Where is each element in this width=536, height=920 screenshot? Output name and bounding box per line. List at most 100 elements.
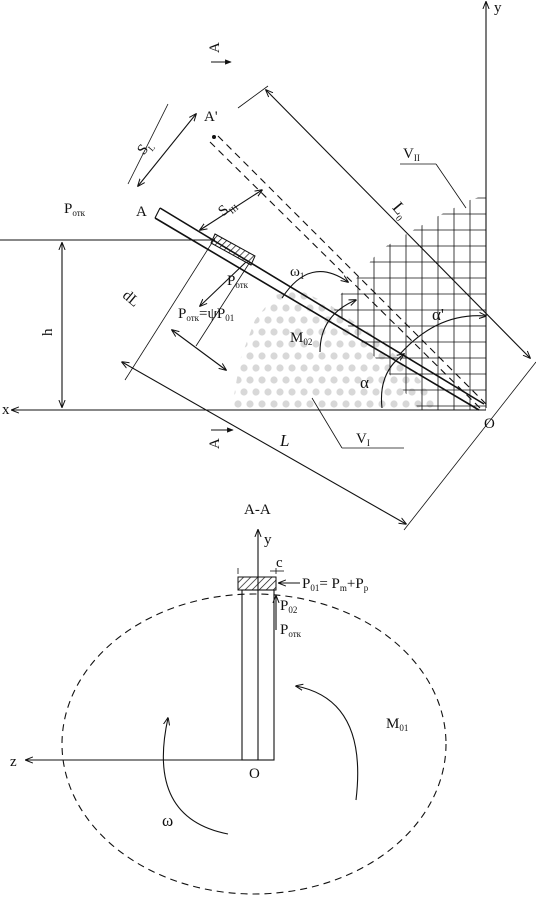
v1-label: VI xyxy=(356,431,370,448)
region-dot xyxy=(336,292,344,300)
m01-label: M01 xyxy=(386,716,408,733)
region-dot xyxy=(384,388,392,396)
region-dot xyxy=(354,400,362,408)
v2-leader-slope xyxy=(435,163,467,209)
region-dot xyxy=(414,328,422,336)
s-iii-dimension xyxy=(200,190,262,230)
region-dot xyxy=(252,292,260,300)
region-dot xyxy=(324,340,332,348)
ext-line-1 xyxy=(124,237,216,381)
region-dot xyxy=(232,388,236,396)
region-dot xyxy=(264,316,272,324)
region-dot xyxy=(246,328,254,336)
p01-label: P01= Pm+Pp xyxy=(302,576,369,593)
region-dot xyxy=(288,364,296,372)
region-dot xyxy=(324,388,332,396)
region-dot xyxy=(282,328,290,336)
region-dot xyxy=(396,292,404,300)
ext-line-o-right xyxy=(403,361,536,531)
region-dot xyxy=(306,376,314,384)
x-axis-label: x xyxy=(2,402,10,418)
m02-arc xyxy=(319,300,356,353)
region-dot xyxy=(390,304,398,312)
region-dot xyxy=(384,292,392,300)
region-dot xyxy=(258,376,266,384)
region-dot xyxy=(348,364,356,372)
region-dot xyxy=(258,352,266,360)
region-dot xyxy=(294,352,302,360)
region-dot xyxy=(276,340,284,348)
region-dot xyxy=(300,316,308,324)
region-dot xyxy=(252,316,260,324)
region-dot xyxy=(360,364,368,372)
alpha-arc xyxy=(380,354,404,409)
region-dot xyxy=(264,340,272,348)
region-dot xyxy=(414,376,422,384)
region-dot xyxy=(234,328,242,336)
region-dot xyxy=(414,304,422,312)
p-otk-section-label: Pотк xyxy=(280,622,302,639)
region-dot xyxy=(294,376,302,384)
region-dot xyxy=(312,364,320,372)
region-dot xyxy=(348,292,356,300)
region-dot xyxy=(282,304,290,312)
section-y-label: y xyxy=(264,532,272,548)
region-dot xyxy=(408,316,416,324)
bar-element-hatched xyxy=(210,233,256,266)
region-dot xyxy=(252,364,260,372)
region-dot xyxy=(390,400,398,408)
region-dot xyxy=(270,304,278,312)
bar-section-hatched-cap xyxy=(237,576,277,591)
region-dot xyxy=(312,316,320,324)
v2-label: VII xyxy=(403,146,420,163)
region-dot xyxy=(366,352,374,360)
region-dot xyxy=(252,340,260,348)
region-dot xyxy=(306,352,314,360)
region-dot xyxy=(396,340,404,348)
region-dot xyxy=(378,328,386,336)
region-dot xyxy=(282,352,290,360)
v1-leader-slope xyxy=(311,397,343,449)
region-dot xyxy=(264,292,272,300)
rotation-ellipse xyxy=(61,593,447,895)
region-dot xyxy=(360,316,368,324)
p02-label: P02 xyxy=(280,598,297,615)
region-dot xyxy=(372,292,380,300)
region-dot xyxy=(420,388,428,396)
s-l-dimension xyxy=(138,114,196,186)
region-dot xyxy=(354,352,362,360)
region-dot xyxy=(390,376,398,384)
region-dot xyxy=(330,304,338,312)
region-dot xyxy=(342,376,350,384)
section-title: A-A xyxy=(244,502,271,518)
region-dot xyxy=(270,400,278,408)
p-otk-left-label: Pотк xyxy=(64,201,86,218)
region-dot xyxy=(414,400,422,408)
omega1-label: ω1 xyxy=(290,264,304,281)
region-dot xyxy=(300,364,308,372)
region-dot xyxy=(240,292,248,300)
region-dot xyxy=(318,376,326,384)
region-dot xyxy=(258,304,266,312)
region-dot xyxy=(366,304,374,312)
l-label: L xyxy=(279,431,289,450)
region-dot xyxy=(264,388,272,396)
region-dot xyxy=(294,400,302,408)
point-a-label: A xyxy=(136,204,147,220)
omega-label: ω xyxy=(162,811,173,830)
region-dot xyxy=(270,376,278,384)
region-dot xyxy=(390,328,398,336)
region-dot xyxy=(300,388,308,396)
region-dot xyxy=(246,304,254,312)
region-dot xyxy=(232,364,236,372)
region-dot xyxy=(288,388,296,396)
top-view: y x O h SL SIII xyxy=(0,0,536,531)
region-dot xyxy=(420,292,428,300)
dashed-bar-upper xyxy=(217,135,487,405)
section-marker-top-label: A xyxy=(207,42,223,53)
alpha-prime-label: α' xyxy=(432,305,444,324)
section-marker-bottom-label: A xyxy=(207,438,223,449)
region-dot xyxy=(372,340,380,348)
region-dot xyxy=(348,340,356,348)
